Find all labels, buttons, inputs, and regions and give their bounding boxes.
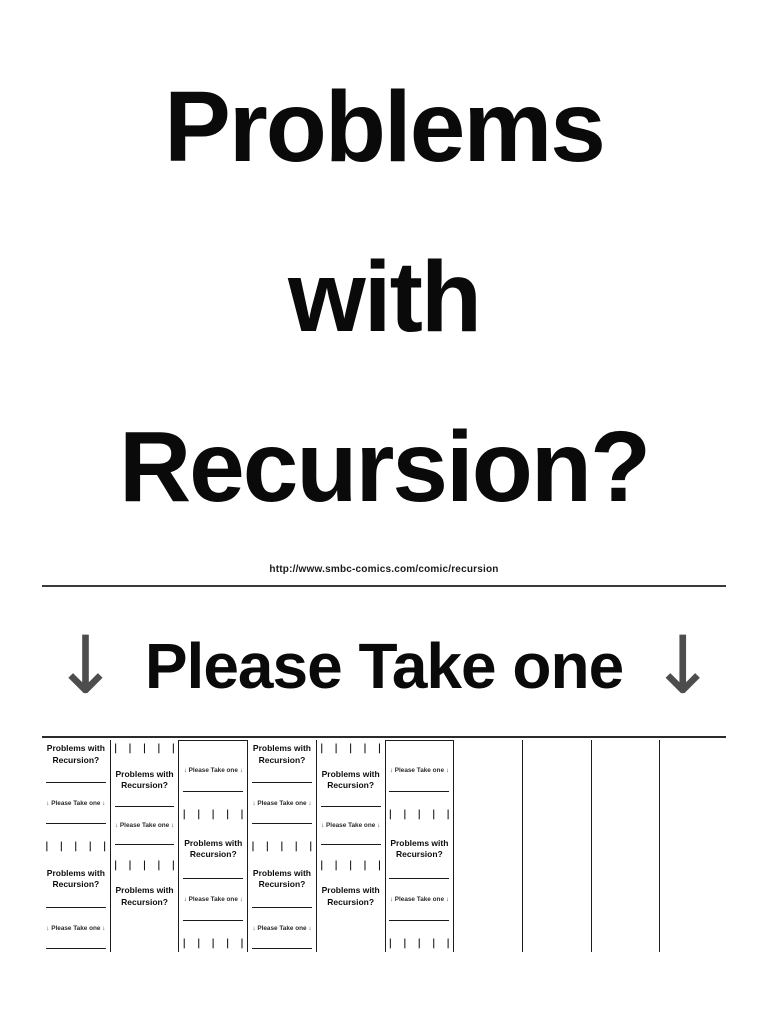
mini-title-line-1: Problems with xyxy=(115,885,174,896)
mini-title-line-2: Recursion? xyxy=(327,780,375,791)
mini-tear-ticks: | | | | | | | | | xyxy=(318,743,383,754)
mini-divider-line xyxy=(252,823,312,825)
mini-divider-line xyxy=(183,877,244,879)
mini-title-line-2: Recursion? xyxy=(258,879,306,890)
title-line-2: with xyxy=(288,241,482,353)
tear-tab-column: | | | | | | | | |Problems withRecursion?… xyxy=(111,740,180,952)
mini-take-one-label: ↓ Please Take one ↓ xyxy=(183,895,243,903)
mini-divider-line xyxy=(45,782,106,784)
down-arrow-icon: ↓ xyxy=(649,619,717,712)
mini-take-one-label: ↓ Please Take one ↓ xyxy=(252,924,312,932)
mini-title-line-1: Problems with xyxy=(390,837,449,848)
tear-tab-blank xyxy=(454,740,523,952)
mini-tear-ticks: | | | | | | | | | xyxy=(250,840,314,852)
mini-divider-line xyxy=(389,791,450,793)
mini-divider-line xyxy=(45,907,106,909)
mini-divider-line xyxy=(389,919,450,921)
tear-tab-blank xyxy=(592,740,661,952)
mini-divider-line xyxy=(45,948,106,949)
mini-take-one-label: ↓ Please Take one ↓ xyxy=(183,767,243,775)
tear-tab-column: | | | | | | | | |Problems withRecursion?… xyxy=(317,740,386,952)
mini-title-line-1: Problems with xyxy=(252,743,311,753)
mini-divider-line xyxy=(320,806,381,808)
mini-divider-line xyxy=(183,919,244,921)
title-line-1: Problems xyxy=(164,71,606,183)
mini-divider-line xyxy=(320,843,381,845)
mini-title-line-1: Problems with xyxy=(252,867,311,878)
mini-title-line-2: Recursion? xyxy=(258,754,306,765)
mini-tear-ticks: | | | | | | | | | xyxy=(318,859,383,871)
mini-tear-ticks: | | | | | | | | | xyxy=(112,743,177,754)
mini-title-line-1: Problems with xyxy=(321,885,380,896)
page-title: Problems with Recursion? xyxy=(0,42,768,552)
divider-line xyxy=(42,585,726,587)
mini-tear-ticks: | | | | | | | | | xyxy=(387,938,452,949)
mini-title-line-2: Recursion? xyxy=(395,849,443,859)
mini-title-line-1: Problems with xyxy=(184,837,243,848)
mini-divider-line xyxy=(389,877,450,879)
mini-tear-ticks: | | | | | | | | | xyxy=(181,809,246,821)
mini-divider-line xyxy=(183,791,244,793)
mini-take-one-label: ↓ Please Take one ↓ xyxy=(321,822,381,830)
mini-take-one-label: ↓ Please Take one ↓ xyxy=(252,799,312,807)
mini-take-one-label: ↓ Please Take one ↓ xyxy=(389,895,449,903)
mini-title-line-2: Recursion? xyxy=(121,780,168,791)
comic-url: http://www.smbc-comics.com/comic/recursi… xyxy=(269,564,499,575)
spacer xyxy=(213,744,214,750)
mini-take-one-label: ↓ Please Take one ↓ xyxy=(389,767,449,775)
mini-divider-line xyxy=(45,823,106,825)
title-line-3: Recursion? xyxy=(118,411,651,523)
mini-take-one-label: ↓ Please Take one ↓ xyxy=(46,799,106,807)
mini-take-one-label: ↓ Please Take one ↓ xyxy=(114,822,175,830)
tear-tab-blank xyxy=(523,740,592,952)
mini-title-line-2: Recursion? xyxy=(327,896,375,907)
strip-top-cut-line xyxy=(42,736,726,738)
take-one-row: ↓ Please Take one ↓ xyxy=(0,616,768,716)
tear-tab-column: ↓ Please Take one ↓ | | | | | | | | | Prob… xyxy=(385,740,455,952)
mini-title-line-2: Recursion? xyxy=(52,754,100,765)
mini-tear-ticks: | | | | | | | | | xyxy=(387,809,452,821)
mini-divider-line xyxy=(114,806,175,808)
mini-tear-ticks: | | | | | | | | | xyxy=(181,938,246,949)
take-one-label: Please Take one xyxy=(144,630,624,702)
mini-title-line-2: Recursion? xyxy=(189,849,237,859)
mini-title-line-1: Problems with xyxy=(46,743,105,753)
mini-divider-line xyxy=(114,843,175,845)
mini-tear-ticks: | | | | | | | | | xyxy=(112,859,177,871)
mini-divider-line xyxy=(252,907,312,909)
spacer xyxy=(144,923,145,949)
mini-title-line-1: Problems with xyxy=(115,768,174,779)
mini-title-line-1: Problems with xyxy=(46,867,105,878)
mini-divider-line xyxy=(252,782,312,784)
mini-take-one-label: ↓ Please Take one ↓ xyxy=(46,924,106,932)
mini-tear-ticks: | | | | | | | | | xyxy=(44,840,108,852)
mini-title-line-1: Problems with xyxy=(321,768,380,779)
spacer xyxy=(419,744,420,750)
mini-divider-line xyxy=(252,948,312,949)
spacer xyxy=(350,923,351,949)
mini-title-line-2: Recursion? xyxy=(121,896,168,907)
tear-tab-blank xyxy=(660,740,728,952)
tear-tab-column: ↓ Please Take one ↓ | | | | | | | | | Prob… xyxy=(179,740,249,952)
down-arrow-icon: ↓ xyxy=(51,619,119,712)
mini-title-line-2: Recursion? xyxy=(52,879,100,890)
